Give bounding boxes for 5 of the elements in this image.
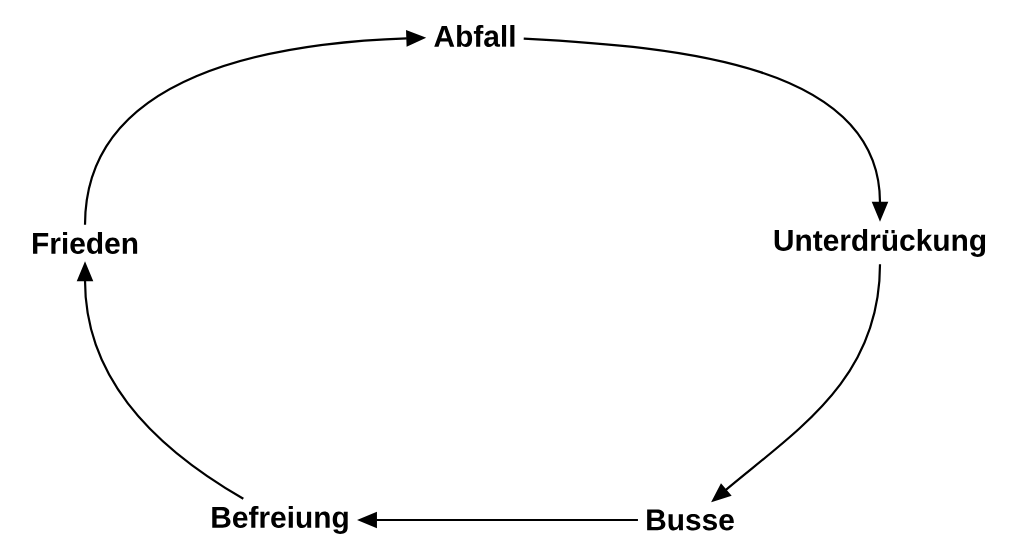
label-text: Busse (647, 509, 734, 531)
label-text: Unterdrückung (774, 229, 986, 257)
label-text: Befreiung (212, 506, 348, 534)
label-text: Abfall (434, 25, 515, 47)
label-text: Frieden (33, 232, 138, 254)
